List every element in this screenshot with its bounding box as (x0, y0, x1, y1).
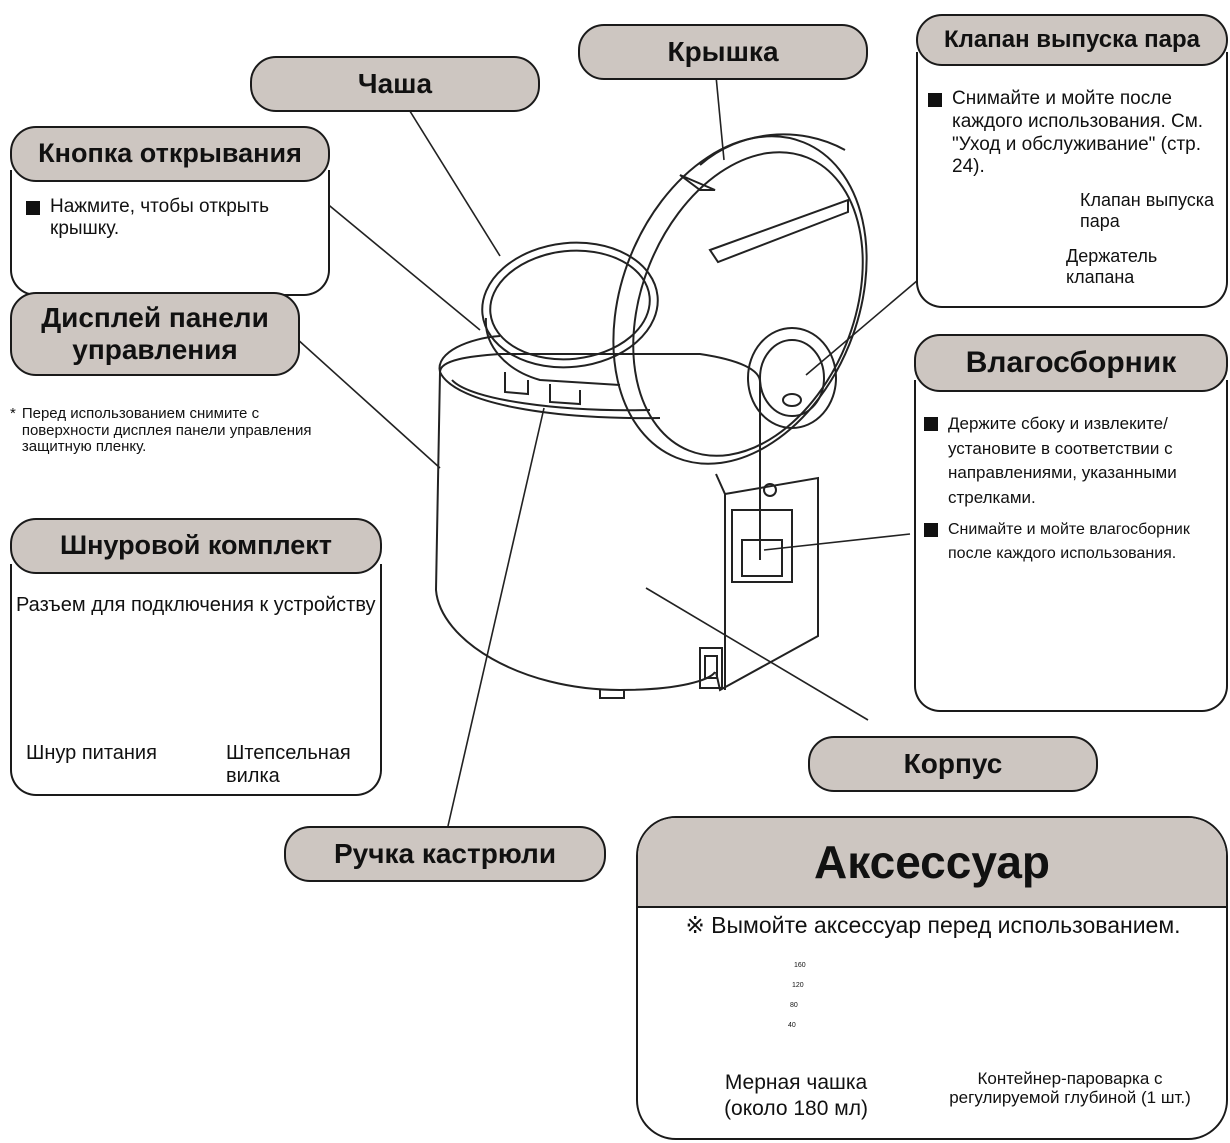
shnur-panel (10, 564, 382, 796)
leader-kryshka (715, 75, 725, 161)
accessory-header: Аксессуар (638, 818, 1226, 908)
cup-mark-2: 120 (792, 982, 804, 989)
label-valve: Клапан выпуска пара (916, 14, 1228, 66)
bullet-square (924, 523, 938, 537)
bullet-square (26, 201, 40, 215)
shnur-connector-label: Разъем для подключения к устройству (16, 594, 376, 616)
vlago-panel (914, 380, 1228, 712)
displey-note-text: Перед использованием снимите с поверхнос… (21, 405, 312, 455)
knopka-note-text: Нажмите, чтобы открыть крышку. (50, 196, 270, 239)
accessory-title: Аксессуар (813, 836, 1051, 888)
valve-note-text: Снимайте и мойте после каждого использов… (952, 88, 1204, 178)
vlago-note-1-text: Держите сбоку и извлеките/ установите в … (948, 414, 1177, 507)
valve-label-holder: Держатель клапана (1066, 246, 1158, 287)
valve-panel (916, 52, 1228, 308)
label-ruchka: Ручка кастрюли (284, 826, 606, 882)
leader-valve (805, 279, 919, 376)
leader-korpus (645, 587, 869, 721)
displey-note: * Перед использованием снимите с поверхн… (10, 405, 320, 456)
leader-ruchka (447, 407, 545, 827)
label-knopka: Кнопка открывания (10, 126, 330, 182)
cup-mark-1: 160 (794, 962, 806, 969)
cup-mark-4: 40 (788, 1022, 796, 1029)
bullet-square (928, 93, 942, 107)
leader-vlago (763, 533, 911, 551)
steamer-label: Контейнер-пароварка с регулируемой глуби… (949, 1069, 1191, 1107)
label-vlago: Влагосборник (914, 334, 1228, 392)
leader-displey (295, 337, 441, 469)
leader-chasha (407, 107, 501, 257)
valve-note: Снимайте и мойте после каждого использов… (928, 88, 1220, 179)
accessory-panel: Аксессуар (636, 816, 1228, 1140)
note-asterisk: * (10, 405, 16, 422)
label-chasha: Чаша (250, 56, 540, 112)
knopka-note: Нажмите, чтобы открыть крышку. (26, 196, 316, 240)
cup-mark-3: 80 (790, 1002, 798, 1009)
shnur-cord-label: Шнур питания (26, 742, 157, 764)
vlago-note-2-text: Снимайте и мойте влагосборник после кажд… (948, 521, 1190, 562)
label-korpus: Корпус (808, 736, 1098, 792)
vlago-note-1: Держите сбоку и извлеките/ установите в … (924, 412, 1222, 511)
shnur-plug-label: Штепсельная вилка (226, 742, 351, 787)
label-shnur: Шнуровой комплект (10, 518, 382, 574)
valve-label-valve: Клапан выпуска пара (1080, 190, 1215, 231)
label-kryshka: Крышка (578, 24, 868, 80)
rice-cooker-illustration (434, 133, 868, 699)
label-displey: Дисплей панели управления (10, 292, 300, 376)
cup-label: Мерная чашка (около 180 мл) (724, 1071, 868, 1121)
bullet-square (924, 417, 938, 431)
vlago-note-2: Снимайте и мойте влагосборник после кажд… (924, 518, 1222, 566)
leader-lines (295, 75, 919, 827)
accessory-note: ※ Вымойте аксессуар перед использованием… (685, 912, 1181, 938)
